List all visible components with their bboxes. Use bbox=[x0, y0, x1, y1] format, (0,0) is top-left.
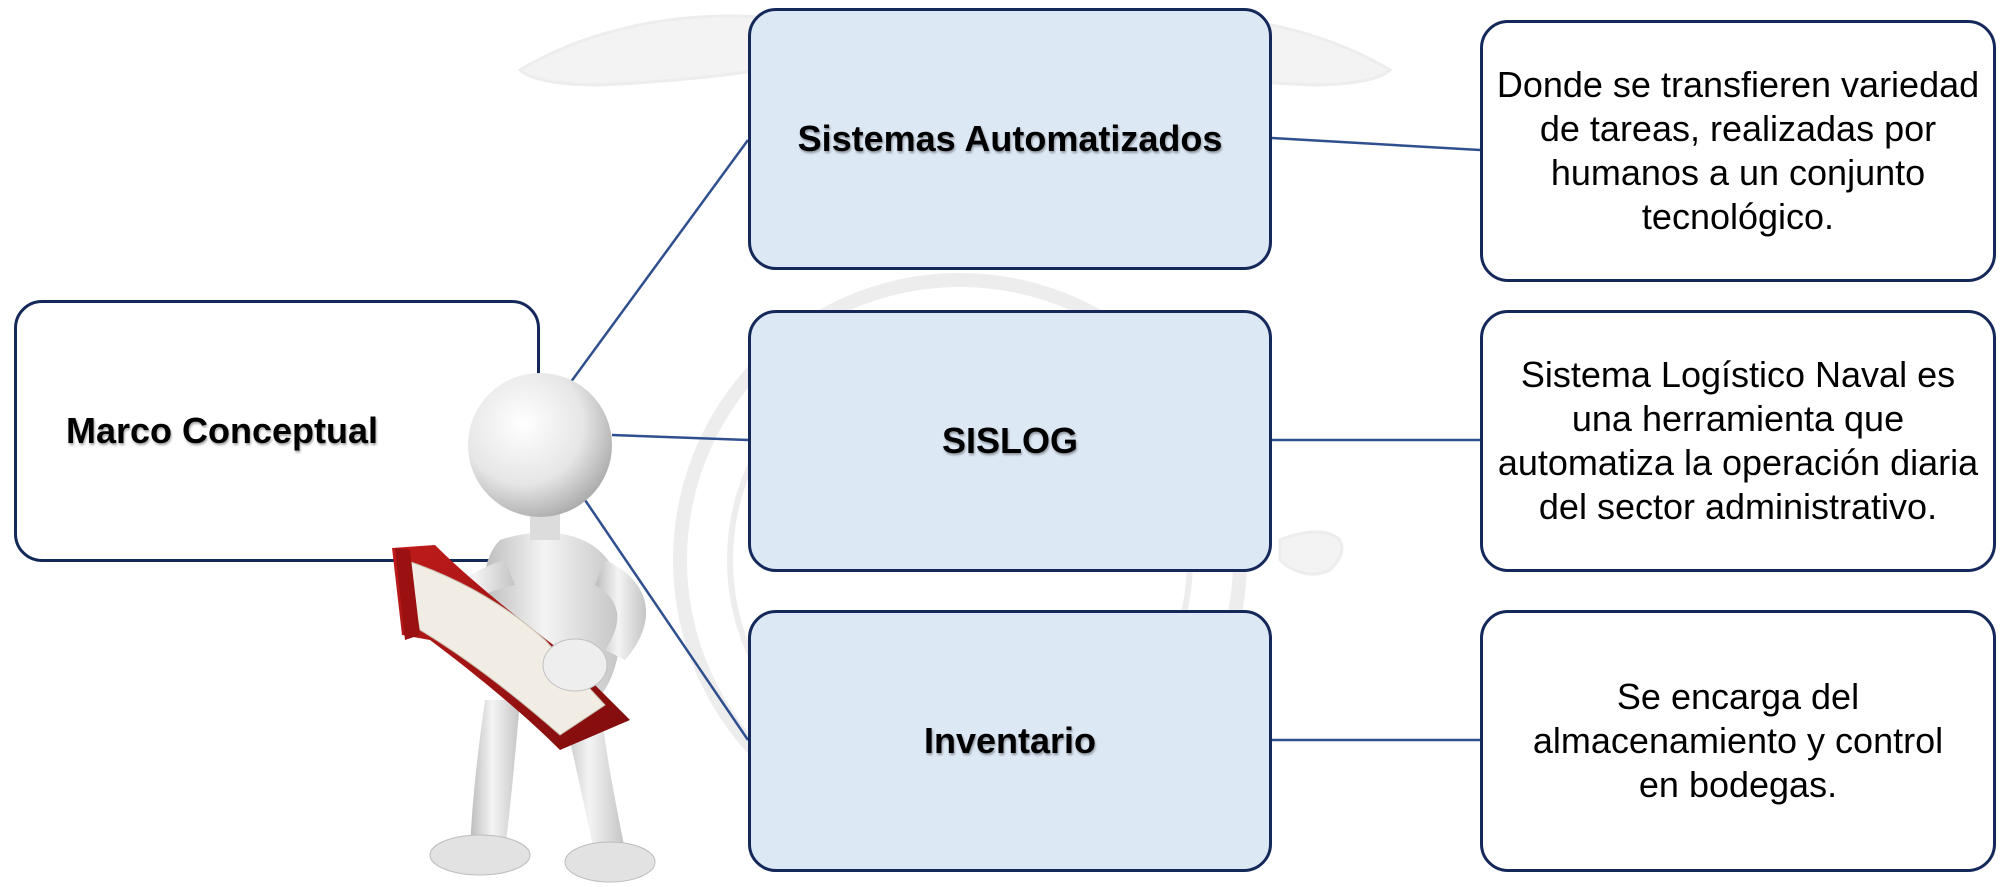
connector-sistemas-to-desc bbox=[1271, 136, 1481, 152]
category-box-sislog: SISLOG bbox=[748, 310, 1272, 572]
category-label: Inventario bbox=[923, 720, 1097, 761]
category-box-sistemas: Sistemas Automatizados bbox=[748, 8, 1272, 270]
connector-root-to-inventario bbox=[583, 499, 750, 741]
description-box-sistemas: Donde se transfieren variedad de tareas,… bbox=[1480, 20, 1996, 282]
description-text: Sistema Logístico Naval es una herramien… bbox=[1497, 354, 1979, 527]
category-box-inventario: Inventario bbox=[748, 610, 1272, 872]
description-box-sislog: Sistema Logístico Naval es una herramien… bbox=[1480, 310, 1996, 572]
root-node: Marco Conceptual bbox=[14, 300, 540, 562]
description-box-inventario: Se encarga del almacenamiento y control … bbox=[1480, 610, 1996, 872]
description-text: Se encarga del almacenamiento y control … bbox=[1532, 676, 1944, 805]
category-label: SISLOG bbox=[941, 420, 1079, 461]
connector-root-to-sistemas bbox=[563, 139, 750, 391]
root-label: Marco Conceptual bbox=[65, 410, 379, 451]
connector-root-to-sislog bbox=[611, 433, 749, 442]
book-icon bbox=[392, 545, 630, 750]
description-text: Donde se transfieren variedad de tareas,… bbox=[1496, 64, 1980, 237]
category-label: Sistemas Automatizados bbox=[797, 118, 1223, 159]
